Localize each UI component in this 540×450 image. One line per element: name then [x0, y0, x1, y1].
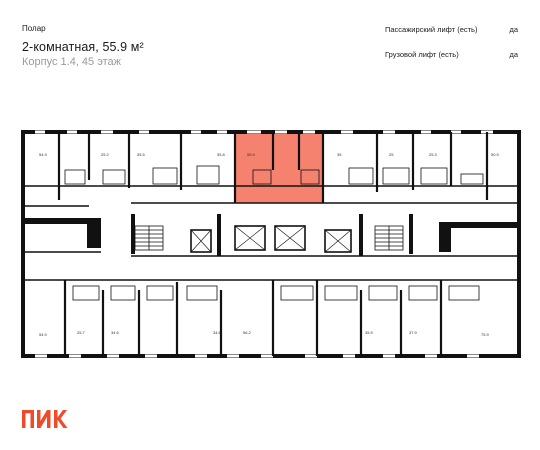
selected-apartment[interactable]	[235, 132, 323, 203]
area-label: 25	[389, 152, 394, 157]
area-label: 54.9	[39, 152, 48, 157]
area-label: 25.3	[429, 152, 438, 157]
stairs-left	[134, 225, 164, 251]
area-label: 35.5	[137, 152, 146, 157]
apartment-title: 2-комнатная, 55.9 м²	[22, 40, 144, 54]
feature-passenger-lift: Пассажирский лифт (есть) да	[385, 25, 518, 34]
bottom-partitions	[63, 280, 443, 356]
area-label: 37.9	[409, 330, 418, 335]
area-label: 50.9	[491, 152, 500, 157]
pik-logo	[22, 410, 68, 428]
floor-plan-drawing: 54.9 25.2 35.5 35.8 55.9 35 25 25.3 50.9…	[21, 130, 521, 358]
feature-label: Грузовой лифт (есть)	[385, 50, 459, 59]
interior-details	[64, 165, 484, 301]
feature-label: Пассажирский лифт (есть)	[385, 25, 478, 34]
feature-value: да	[509, 25, 518, 34]
area-label: 34.6	[111, 330, 120, 335]
area-label: 55.9	[247, 152, 256, 157]
elevator-shafts	[190, 225, 352, 253]
windows	[35, 130, 493, 358]
area-label: 25.2	[101, 152, 110, 157]
top-partitions	[57, 132, 489, 203]
area-label: 34.6	[213, 330, 222, 335]
core-walls	[25, 214, 517, 256]
stairs-right	[374, 225, 404, 251]
area-label: 35.9	[365, 330, 374, 335]
area-label: 75.9	[481, 332, 490, 337]
project-name: Полар	[22, 24, 46, 33]
area-label: 35	[337, 152, 342, 157]
floor-plan: 54.9 25.2 35.5 35.8 55.9 35 25 25.3 50.9…	[21, 130, 521, 358]
feature-cargo-lift: Грузовой лифт (есть) да	[385, 50, 518, 59]
area-labels-top: 54.9 25.2 35.5 35.8 55.9 35 25 25.3 50.9	[39, 152, 500, 157]
area-label: 25.7	[77, 330, 86, 335]
apartment-subtitle: Корпус 1.4, 45 этаж	[22, 56, 121, 68]
area-labels-bottom: 54.9 25.7 34.6 34.6 56.2 35.9 37.9 75.9	[39, 330, 490, 337]
corridor	[25, 185, 517, 281]
area-label: 35.8	[217, 152, 226, 157]
area-label: 56.2	[243, 330, 252, 335]
feature-value: да	[509, 50, 518, 59]
elevator-crosses	[190, 225, 352, 253]
pik-logo-icon	[22, 410, 68, 428]
area-label: 54.9	[39, 332, 48, 337]
